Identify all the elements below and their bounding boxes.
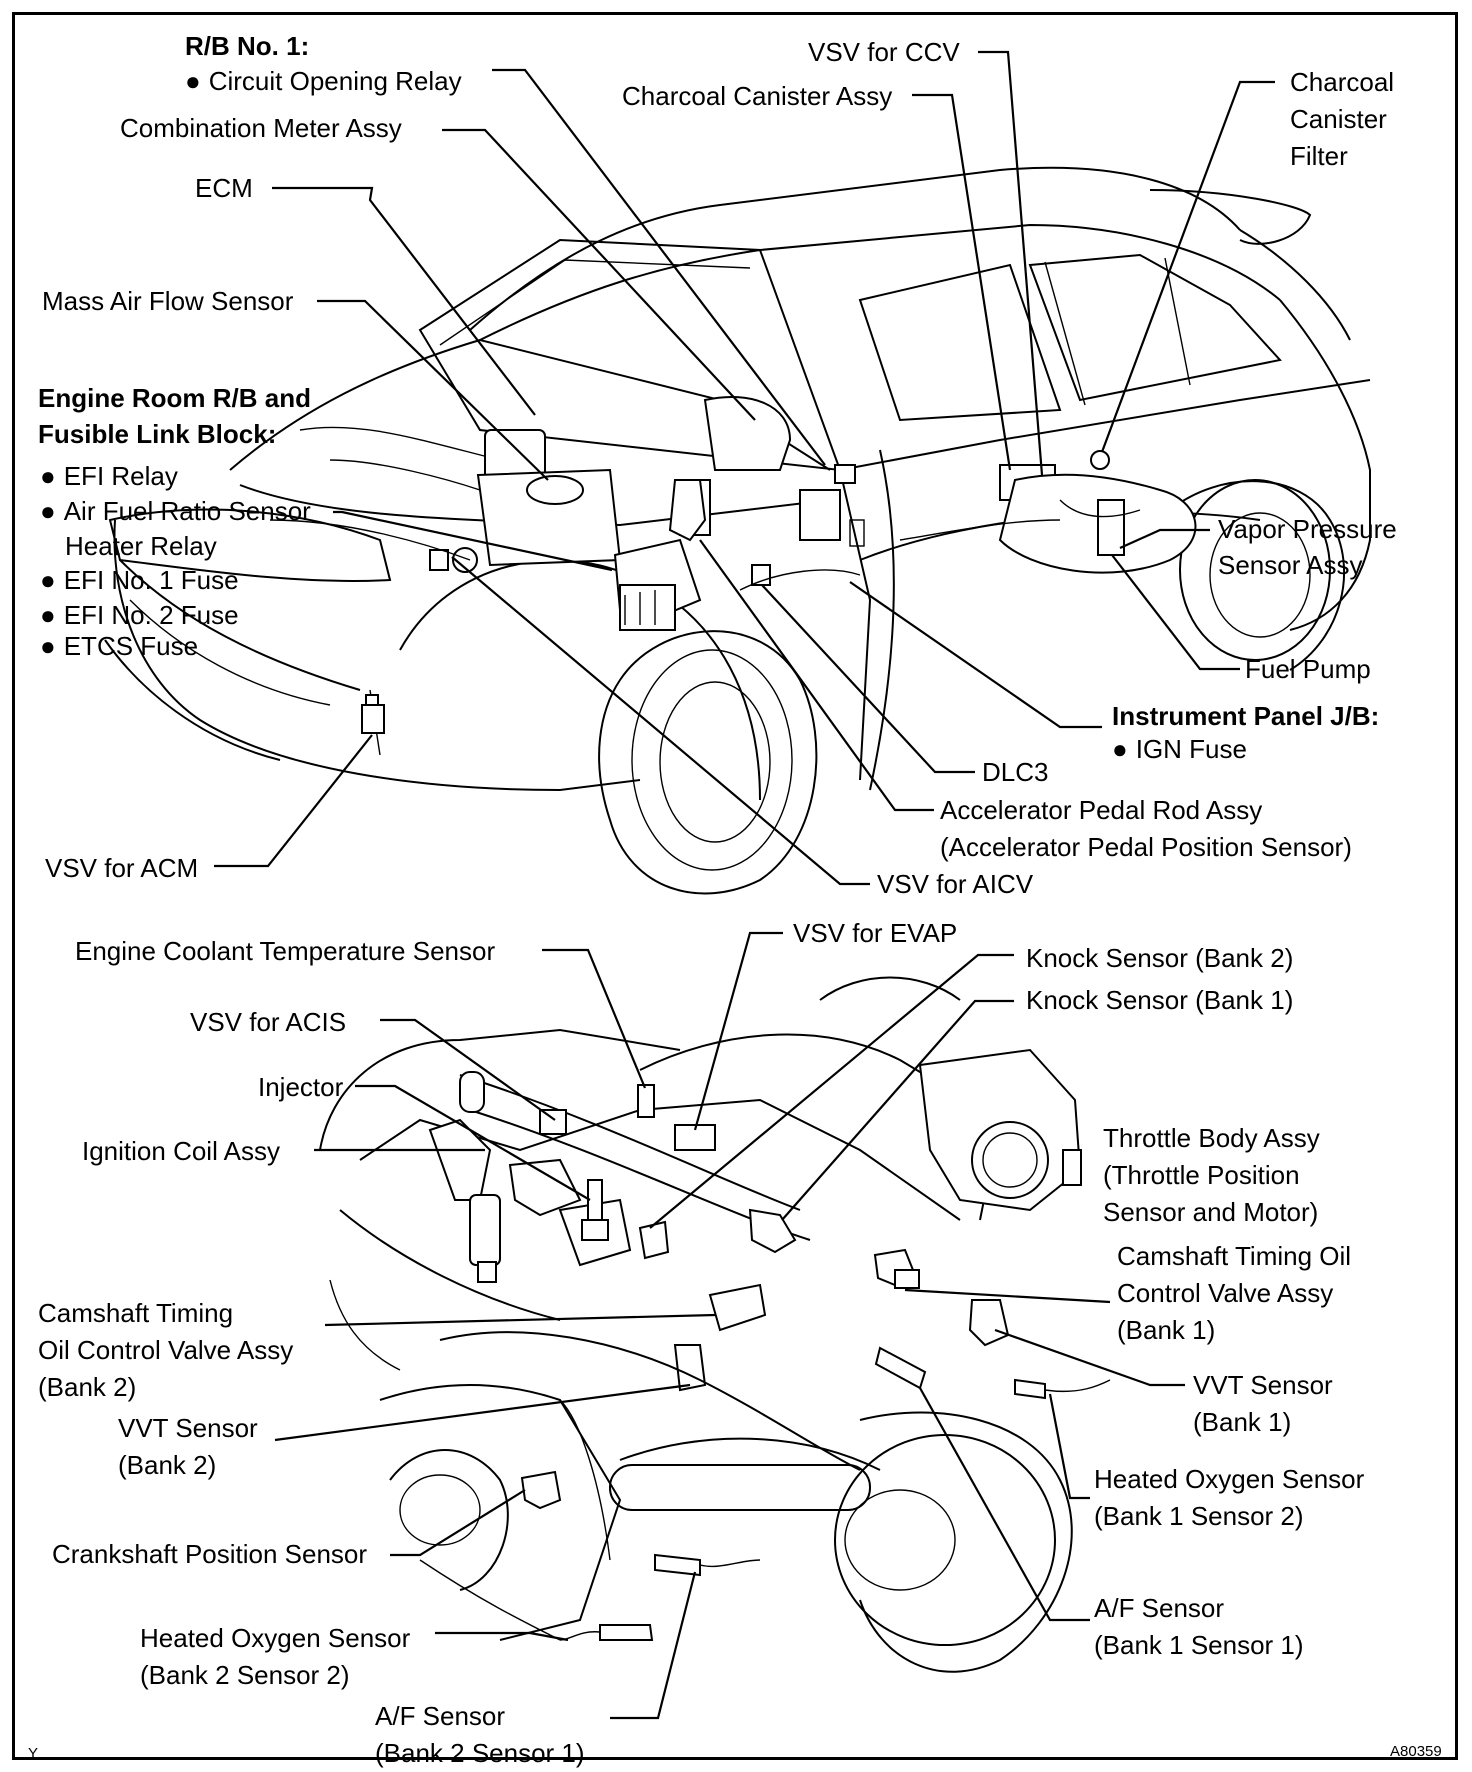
knock-sensor-bank1-label: Knock Sensor (Bank 1) bbox=[1026, 985, 1294, 1015]
ocv-bank1-label-3: (Bank 1) bbox=[1117, 1315, 1216, 1345]
ocv-bank2-label-2: Oil Control Valve Assy bbox=[38, 1335, 294, 1365]
dlc3-label: DLC3 bbox=[982, 757, 1049, 787]
combination-meter-label: Combination Meter Assy bbox=[120, 113, 402, 143]
vsv-acm-label: VSV for ACM bbox=[45, 853, 199, 883]
fuel-pump-label: Fuel Pump bbox=[1245, 654, 1371, 684]
ecm-label: ECM bbox=[195, 173, 253, 203]
charcoal-canister-label: Charcoal Canister Assy bbox=[622, 81, 893, 111]
af-heater-relay-label-2: Heater Relay bbox=[65, 531, 217, 561]
vvt-bank1-label-1: VVT Sensor bbox=[1193, 1370, 1333, 1400]
vvt-bank2-label-1: VVT Sensor bbox=[118, 1413, 258, 1443]
throttle-body-label-3: Sensor and Motor) bbox=[1103, 1197, 1319, 1227]
af-b1s1-label-2: (Bank 1 Sensor 1) bbox=[1094, 1630, 1304, 1660]
ho2-b2s2-label-1: Heated Oxygen Sensor bbox=[140, 1623, 411, 1653]
ho2-b1s2-label-2: (Bank 1 Sensor 2) bbox=[1094, 1501, 1304, 1531]
engine-outline bbox=[319, 976, 1111, 1673]
rb-no1-heading: R/B No. 1: bbox=[185, 31, 310, 61]
corner-mark-left: Y bbox=[28, 1745, 39, 1762]
maf-sensor-label: Mass Air Flow Sensor bbox=[42, 286, 294, 316]
vvt-bank2-label-2: (Bank 2) bbox=[118, 1450, 217, 1480]
leader-lines bbox=[214, 50, 1275, 1720]
ocv-bank2-label-3: (Bank 2) bbox=[38, 1372, 137, 1402]
crankshaft-sensor-label: Crankshaft Position Sensor bbox=[52, 1539, 368, 1569]
canister-filter-label-3: Filter bbox=[1290, 141, 1348, 171]
ect-sensor-label: Engine Coolant Temperature Sensor bbox=[75, 936, 496, 966]
vsv-aicv-label: VSV for AICV bbox=[877, 869, 1034, 899]
efi2-fuse-label: EFI No. 2 Fuse bbox=[40, 597, 239, 633]
engine-room-rb-heading-2: Fusible Link Block: bbox=[38, 419, 277, 449]
throttle-body-label-1: Throttle Body Assy bbox=[1103, 1123, 1320, 1153]
injector-label: Injector bbox=[258, 1072, 344, 1102]
throttle-body-label-2: (Throttle Position bbox=[1103, 1160, 1300, 1190]
ho2-b1s2-label-1: Heated Oxygen Sensor bbox=[1094, 1464, 1365, 1494]
ocv-bank1-label-1: Camshaft Timing Oil bbox=[1117, 1241, 1352, 1271]
vehicle-outline bbox=[104, 166, 1371, 895]
diagram-frame bbox=[12, 12, 1458, 1760]
vapor-pressure-label-1: Vapor Pressure bbox=[1218, 514, 1397, 544]
ocv-bank2-label-1: Camshaft Timing bbox=[38, 1298, 234, 1328]
accelerator-pedal-label-2: (Accelerator Pedal Position Sensor) bbox=[940, 832, 1352, 862]
figure-code: A80359 bbox=[1390, 1743, 1442, 1760]
canister-filter-label-1: Charcoal bbox=[1290, 67, 1395, 97]
vvt-bank1-label-2: (Bank 1) bbox=[1193, 1407, 1292, 1437]
ho2-b2s2-label-2: (Bank 2 Sensor 2) bbox=[140, 1660, 350, 1690]
vsv-ccv-label: VSV for CCV bbox=[808, 37, 960, 67]
af-heater-relay-label-1: Air Fuel Ratio Sensor bbox=[40, 493, 311, 529]
accelerator-pedal-label-1: Accelerator Pedal Rod Assy bbox=[940, 795, 1263, 825]
af-b2s1-label-1: A/F Sensor bbox=[375, 1701, 506, 1731]
ign-fuse-label: IGN Fuse bbox=[1112, 731, 1247, 767]
efi-relay-label: EFI Relay bbox=[40, 458, 178, 494]
ignition-coil-label: Ignition Coil Assy bbox=[82, 1136, 280, 1166]
af-b1s1-label-1: A/F Sensor bbox=[1094, 1593, 1225, 1623]
af-b2s1-label-2: (Bank 2 Sensor 1) bbox=[375, 1738, 585, 1768]
etcs-fuse-label: ETCS Fuse bbox=[40, 628, 198, 664]
knock-sensor-bank2-label: Knock Sensor (Bank 2) bbox=[1026, 943, 1294, 973]
instrument-panel-jb-heading: Instrument Panel J/B: bbox=[1112, 701, 1380, 731]
efi1-fuse-label: EFI No. 1 Fuse bbox=[40, 562, 239, 598]
vapor-pressure-label-2: Sensor Assy bbox=[1218, 550, 1363, 580]
vsv-evap-label: VSV for EVAP bbox=[793, 918, 958, 948]
canister-filter-label-2: Canister bbox=[1290, 104, 1387, 134]
vsv-acis-label: VSV for ACIS bbox=[190, 1007, 347, 1037]
circuit-opening-relay-label: Circuit Opening Relay bbox=[185, 63, 462, 99]
engine-room-rb-heading-1: Engine Room R/B and bbox=[38, 383, 311, 413]
ocv-bank1-label-2: Control Valve Assy bbox=[1117, 1278, 1334, 1308]
